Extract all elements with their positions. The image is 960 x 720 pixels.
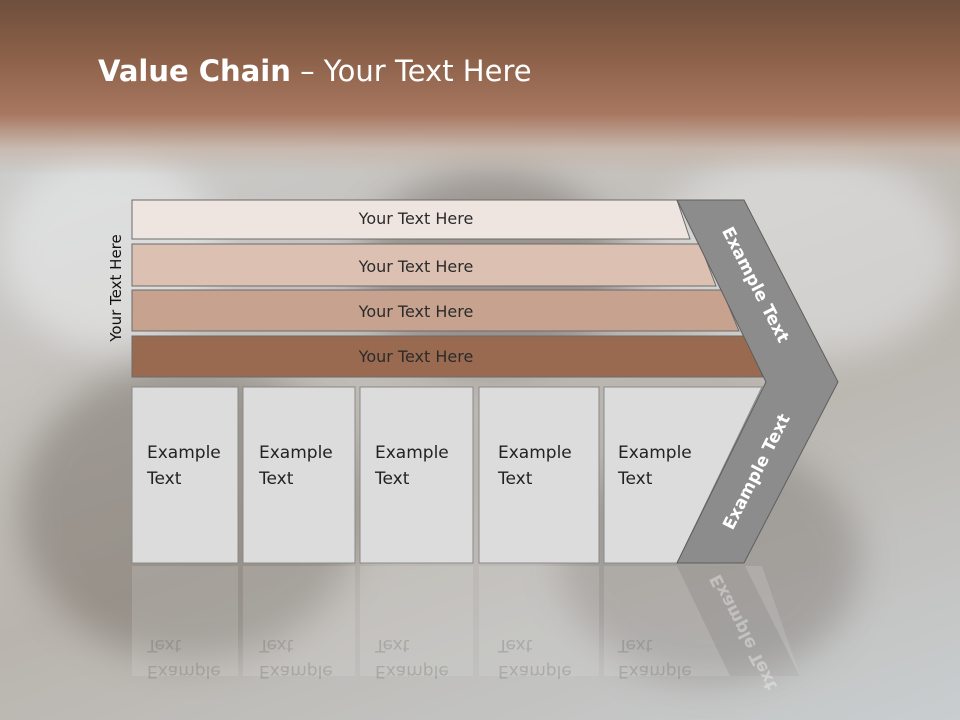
bar-2-label: Your Text Here (358, 257, 474, 276)
box-4-reflection: Example Text (498, 632, 572, 684)
slide-title[interactable]: Value Chain – Your Text Here (98, 54, 532, 88)
box-1-line2: Text (147, 469, 182, 489)
box-4-line1: Example (498, 443, 572, 463)
box-2-label: Example Text (259, 440, 333, 492)
title-rest: – Your Text Here (290, 54, 532, 88)
box-2[interactable] (242, 386, 356, 564)
box-3-reflection-line2: Text (375, 635, 410, 655)
box-5-label: Example Text (618, 440, 692, 492)
bar-1[interactable] (131, 199, 691, 240)
box-4-reflection-line2: Text (498, 635, 533, 655)
box-1-reflection: Example Text (147, 632, 221, 684)
box-1-reflection-line2: Text (147, 635, 182, 655)
box-5-reflection-line2: Text (618, 635, 653, 655)
box-2-reflection: Example Text (259, 632, 333, 684)
box-3-reflection: Example Text (375, 632, 449, 684)
box-3[interactable] (359, 386, 474, 564)
box-1-reflection-line1: Example (147, 661, 221, 681)
box-3-line2: Text (375, 469, 410, 489)
box-2-reflection-line2: Text (259, 635, 294, 655)
header-band (0, 0, 960, 175)
box-1-label: Example Text (147, 440, 221, 492)
box-5-line1: Example (618, 443, 692, 463)
box-1-line1: Example (147, 443, 221, 463)
bar-4-label: Your Text Here (358, 347, 474, 366)
box-2-line1: Example (259, 443, 333, 463)
boxes-reflection (132, 566, 800, 676)
box-5-reflection-line1: Example (618, 661, 692, 681)
box-4-reflection-line1: Example (498, 661, 572, 681)
box-4[interactable] (478, 386, 600, 564)
box-3-line1: Example (375, 443, 449, 463)
bar-1-label: Your Text Here (358, 209, 474, 228)
box-3-label: Example Text (375, 440, 449, 492)
box-1[interactable] (131, 386, 239, 564)
box-5-reflection: Example Text (618, 632, 692, 684)
bar-3-label: Your Text Here (358, 302, 474, 321)
box-4-label: Example Text (498, 440, 572, 492)
box-2-reflection-line1: Example (259, 661, 333, 681)
chevron-arrow[interactable] (676, 199, 839, 564)
box-4-line2: Text (498, 469, 533, 489)
title-bold: Value Chain (98, 54, 291, 88)
bar-2[interactable] (131, 243, 717, 287)
bar-3[interactable] (131, 289, 740, 332)
box-5-line2: Text (618, 469, 653, 489)
box-3-reflection-line1: Example (375, 661, 449, 681)
box-2-line2: Text (259, 469, 294, 489)
